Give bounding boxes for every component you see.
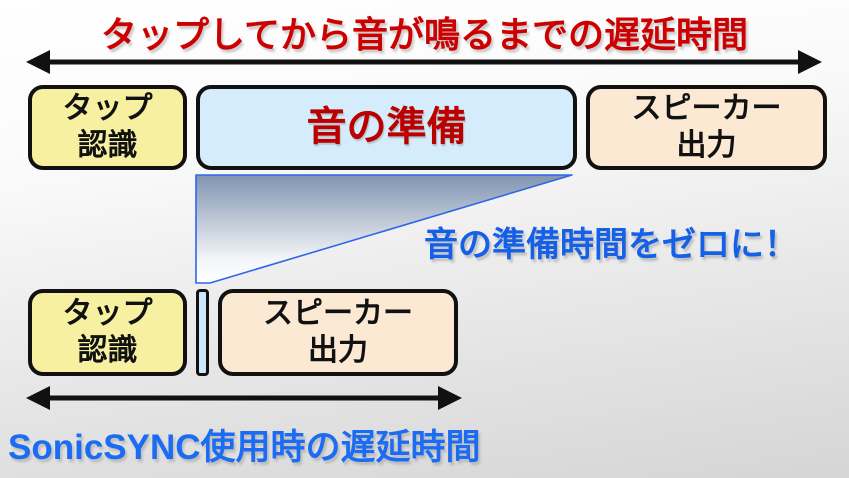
zero-sound-preparation-sliver <box>196 289 209 376</box>
tap-recognition-label-line1: タップ <box>62 91 153 125</box>
speaker-output-box-sonicsync: スピーカー 出力 <box>218 289 458 376</box>
tap-recognition-label-line1: タップ <box>62 296 153 330</box>
shrink-funnel-icon <box>195 174 573 284</box>
speaker-output-label-line2: 出力 <box>308 333 368 367</box>
tap-recognition-box-sonicsync: タップ 認識 <box>28 289 187 376</box>
tap-recognition-box: タップ 認識 <box>28 85 187 170</box>
speaker-output-label-line2: 出力 <box>676 128 737 162</box>
total-delay-arrow-icon <box>26 50 822 74</box>
speaker-output-box: スピーカー 出力 <box>586 85 827 170</box>
speaker-output-label-line1: スピーカー <box>631 91 782 125</box>
zero-prep-annotation: 音の準備時間をゼロに！ <box>424 226 798 264</box>
sonicsync-delay-caption: SonicSYNC使用時の遅延時間 <box>8 428 481 467</box>
tap-recognition-label-line2: 認識 <box>77 128 138 162</box>
speaker-output-label-line1: スピーカー <box>263 296 413 330</box>
page-title: タップしてから音が鳴るまでの遅延時間 <box>101 14 748 55</box>
sound-preparation-box: 音の準備 <box>196 85 577 170</box>
tap-recognition-label-line2: 認識 <box>77 333 138 367</box>
sonicsync-delay-arrow-icon <box>26 386 462 410</box>
sound-preparation-label: 音の準備 <box>306 105 467 150</box>
